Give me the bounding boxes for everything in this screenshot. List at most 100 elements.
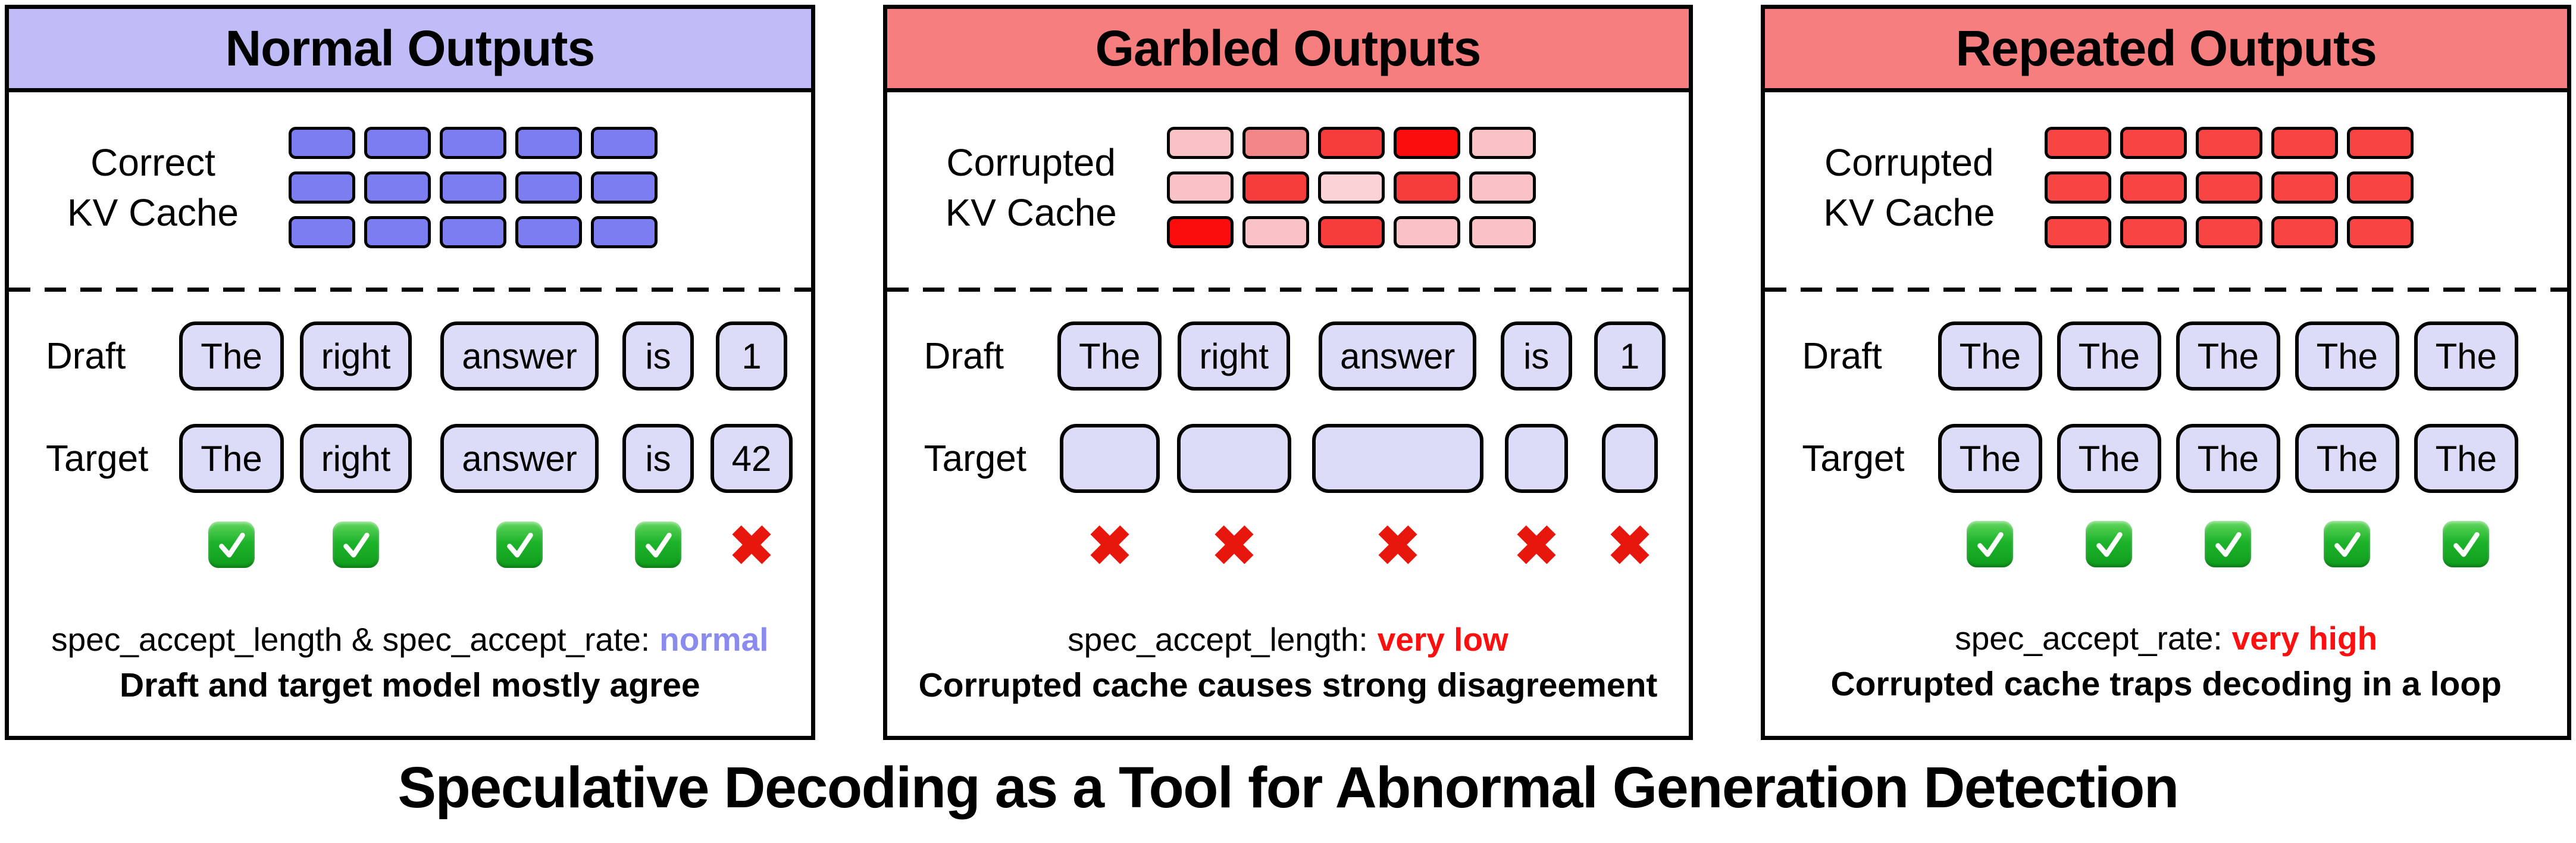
kv-cache-grid — [2045, 127, 2414, 248]
panel-caption: Corrupted cache traps decoding in a loop — [1830, 665, 2502, 703]
check-icon — [2086, 521, 2133, 567]
kv-cache-cell — [2045, 127, 2112, 159]
check-icon — [333, 522, 379, 568]
token-box: The — [2057, 424, 2162, 493]
verdict-slot — [423, 522, 616, 568]
token-box: answer — [440, 321, 599, 391]
target-row-label: Target — [1802, 438, 1905, 479]
target-row-label: Target — [924, 438, 1026, 479]
token-slot: 1 — [1579, 321, 1681, 391]
token-slot: The — [2406, 321, 2525, 391]
kv-cache-cell — [2196, 216, 2263, 248]
check-icon — [2443, 521, 2490, 567]
target-tokens — [1053, 424, 1681, 493]
token-slot: The — [2049, 321, 2168, 391]
token-slot: The — [2287, 321, 2406, 391]
target-row-label: Target — [46, 438, 149, 479]
panel-title: Repeated Outputs — [1765, 9, 2568, 92]
panel-normal-outputs: Normal Outputs Correct KV Cache Draft Th… — [5, 5, 815, 740]
token-box: is — [622, 424, 694, 493]
verdict-slot — [2406, 521, 2525, 567]
kv-cache-cell — [1242, 127, 1309, 159]
verdict-slot — [1301, 519, 1494, 570]
panel-caption: Corrupted cache causes strong disagreeme… — [918, 666, 1658, 704]
dashed-divider — [1765, 288, 2568, 292]
check-icon — [208, 522, 255, 568]
token-box: 42 — [710, 424, 793, 493]
token-slot: right — [289, 424, 423, 493]
kv-cache-cell — [440, 127, 506, 159]
kv-cache-cell — [1317, 127, 1385, 159]
kv-cache-cell — [591, 171, 658, 204]
verdict-icons — [1053, 519, 1681, 570]
kv-cache-cell — [2120, 171, 2187, 204]
kv-cache-cell — [289, 171, 355, 204]
verdict-row — [887, 519, 1689, 570]
kv-cache-cell — [364, 171, 431, 204]
kv-cache-cell — [1317, 216, 1385, 248]
kv-cache-cell — [1469, 171, 1536, 204]
kv-cache-section: Correct KV Cache — [9, 127, 811, 248]
kv-cache-cell — [2271, 171, 2339, 204]
token-slot: 1 — [700, 321, 803, 391]
kv-cache-label: Corrupted KV Cache — [1823, 140, 1995, 234]
dashed-divider — [9, 288, 811, 292]
metric-label: spec_accept_length & spec_accept_rate: — [51, 621, 650, 658]
token-box: The — [2057, 321, 2162, 391]
kv-cache-cell — [1469, 216, 1536, 248]
verdict-slot — [1579, 519, 1681, 570]
token-slot: The — [174, 321, 289, 391]
kv-cache-cell — [515, 127, 582, 159]
token-box: The — [179, 424, 284, 493]
token-box: right — [299, 424, 412, 493]
token-slot: The — [2049, 424, 2168, 493]
kv-cache-cell — [2347, 171, 2414, 204]
cross-icon — [1604, 519, 1655, 570]
kv-cache-cell — [2347, 127, 2414, 159]
verdict-icons — [174, 519, 803, 570]
dashed-divider — [887, 288, 1689, 292]
kv-cache-cell — [1393, 171, 1460, 204]
token-slot: right — [1167, 321, 1301, 391]
token-box: answer — [440, 424, 599, 493]
kv-cache-cell — [515, 171, 582, 204]
verdict-slot — [1494, 519, 1579, 570]
verdict-slot — [289, 522, 423, 568]
kv-cache-cell — [2196, 127, 2263, 159]
token-box: The — [2295, 424, 2400, 493]
empty-token-box — [1059, 424, 1160, 493]
token-slot: answer — [1301, 321, 1494, 391]
verdict-slot — [700, 519, 803, 570]
kv-cache-cell — [364, 216, 431, 248]
kv-cache-grid — [1166, 127, 1536, 248]
token-box: The — [2176, 321, 2281, 391]
target-row: Target — [887, 424, 1689, 493]
kv-cache-cell — [364, 127, 431, 159]
kv-cache-cell — [1469, 127, 1536, 159]
token-box: 1 — [716, 321, 787, 391]
kv-cache-cell — [1242, 171, 1309, 204]
panel-repeated-outputs: Repeated Outputs Corrupted KV Cache Draf… — [1761, 5, 2572, 740]
token-slot: is — [1494, 321, 1579, 391]
token-slot: answer — [423, 321, 616, 391]
kv-cache-label: Corrupted KV Cache — [945, 140, 1117, 234]
cross-icon — [726, 519, 777, 570]
kv-cache-cell — [2347, 216, 2414, 248]
token-box: The — [2295, 321, 2400, 391]
verdict-slot — [2049, 521, 2168, 567]
kv-cache-cell — [1166, 127, 1234, 159]
token-slot — [1579, 424, 1681, 493]
kv-cache-cell — [515, 216, 582, 248]
kv-cache-cell — [289, 127, 355, 159]
token-slot: answer — [423, 424, 616, 493]
token-box: 1 — [1594, 321, 1666, 391]
cross-icon — [1084, 519, 1135, 570]
panel-caption: Draft and target model mostly agree — [120, 666, 700, 704]
kv-cache-cell — [1166, 171, 1234, 204]
